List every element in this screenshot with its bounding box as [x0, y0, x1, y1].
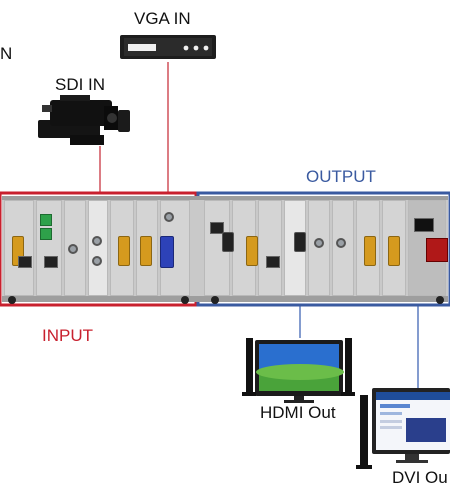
camcorder-icon — [38, 95, 130, 145]
dvi-out-label: DVI Ou — [392, 468, 448, 487]
left-cut-label: N — [0, 44, 13, 63]
speaker-icon — [242, 338, 372, 469]
output-label: OUTPUT — [306, 167, 376, 186]
vga-source-device-icon — [120, 35, 216, 59]
hdmi-out-label: HDMI Out — [260, 403, 336, 422]
vga-in-label: VGA IN — [134, 9, 191, 28]
computer-monitor-icon — [372, 388, 450, 463]
input-label: INPUT — [42, 326, 93, 345]
sdi-in-label: SDI IN — [55, 75, 106, 94]
tv-monitor-icon — [255, 340, 344, 403]
